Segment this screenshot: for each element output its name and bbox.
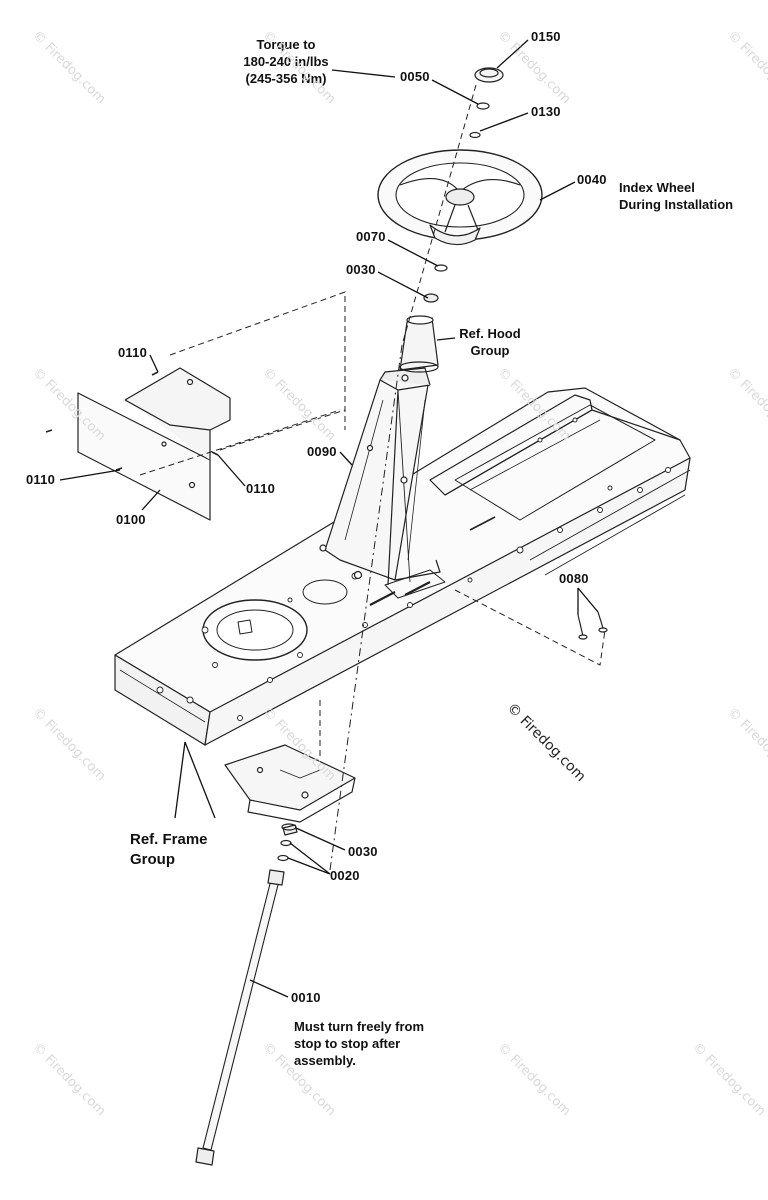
ref-hood-note-line-2: Group [470,343,510,358]
leader-hood [436,337,456,341]
index-wheel-note-line-1: Index Wheel [619,180,695,195]
frame-assembly [114,387,691,746]
label-part-0050: 0050 [400,69,430,84]
label-part-0090: 0090 [307,444,337,459]
steering-shaft [195,869,285,1166]
steering-wheel [377,149,543,246]
ref-frame-note: Ref. Frame Group [130,830,208,870]
hood-cone [399,315,439,373]
leader-0020 [287,842,331,875]
leader-0050 [431,79,479,105]
leader-0030-bottom [295,827,346,851]
top-hardware [423,67,504,303]
ref-hood-note: Ref. Hood Group [452,325,528,359]
dash-bracket [45,367,231,521]
label-part-0100: 0100 [116,512,146,527]
bolts [577,611,608,640]
label-part-0020: 0020 [330,868,360,883]
label-part-0110-left: 0110 [26,472,56,487]
ref-frame-note-line-1: Ref. Frame [130,831,208,848]
label-part-0030-top: 0030 [346,262,376,277]
turn-freely-note: Must turn freely from stop to stop after… [294,1018,424,1069]
leader-0130 [479,112,529,132]
index-wheel-note: Index Wheel During Installation [619,179,733,213]
label-part-0110-top: 0110 [118,345,148,360]
torque-note: Torque to 180-240 in/lbs (245-356 Nm) [226,36,346,87]
leader-0090 [339,451,353,466]
lower-bracket [224,744,356,823]
leader-0010 [249,979,289,998]
label-part-0130: 0130 [531,104,561,119]
turn-freely-note-line-2: stop to stop after [294,1036,401,1051]
label-part-0110-right: 0110 [246,481,276,496]
turn-freely-note-line-3: assembly. [294,1053,356,1068]
label-part-0010: 0010 [291,990,321,1005]
index-wheel-note-line-2: During Installation [619,197,734,212]
bottom-bushings [277,823,298,862]
leader-0150 [496,39,529,69]
leader-0100 [141,489,161,511]
leader-0110-right [217,454,246,487]
leader-0040 [539,181,576,201]
torque-note-line-2: 180-240 in/lbs [243,54,329,69]
label-part-0070: 0070 [356,229,386,244]
turn-freely-note-line-1: Must turn freely from [294,1019,425,1034]
leader-0070 [387,239,439,267]
label-part-0040: 0040 [577,172,607,187]
label-part-0030-bottom: 0030 [348,844,378,859]
leader-frame [174,741,216,819]
torque-note-line-1: Torque to [256,37,316,52]
ref-hood-note-line-1: Ref. Hood [459,326,521,341]
torque-note-line-3: (245-356 Nm) [245,71,327,86]
label-part-0080: 0080 [559,571,589,586]
leader-torque [331,69,396,78]
ref-frame-note-line-2: Group [130,851,175,868]
leader-0110-top [149,354,159,373]
leader-0080 [577,587,599,615]
label-part-0150: 0150 [531,29,561,44]
leader-0110-left [59,469,121,481]
leader-0030-top [377,271,429,299]
